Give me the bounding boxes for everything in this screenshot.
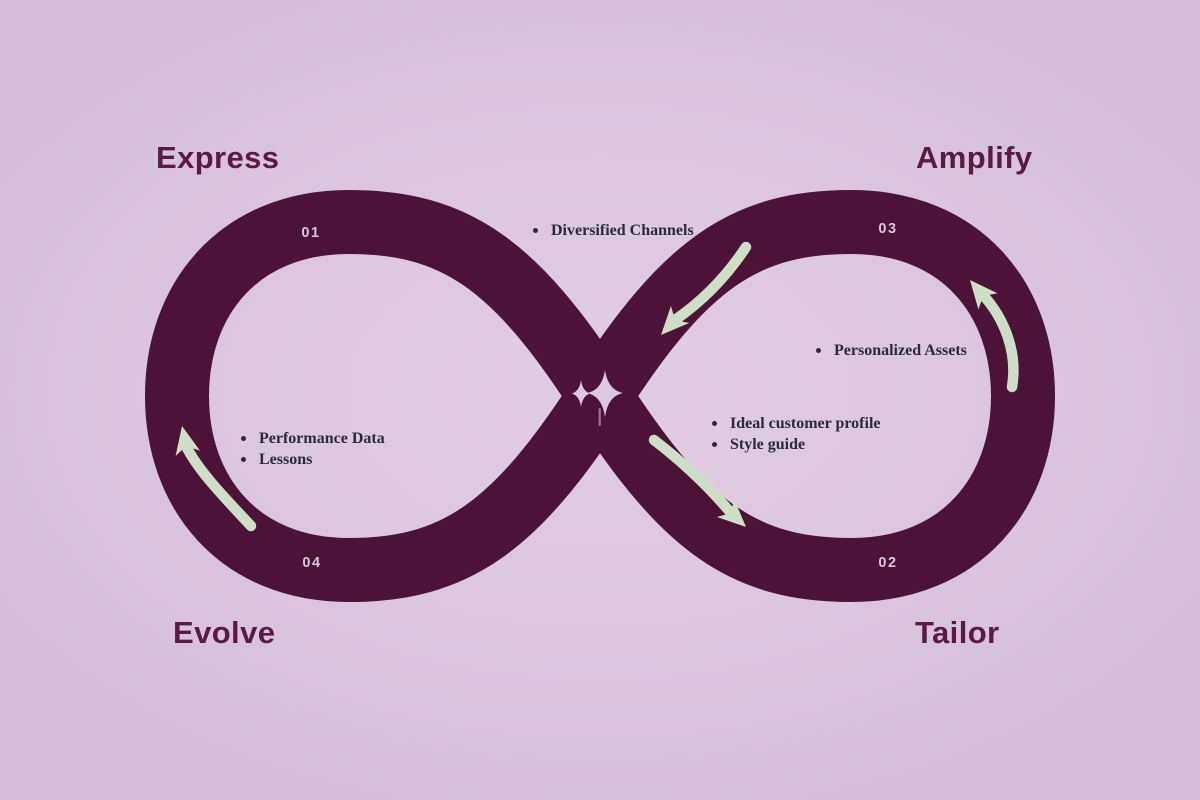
stage-number-01: 01 [301, 225, 321, 241]
list-item: Performance Data [241, 428, 385, 449]
note-text: Diversified Channels [551, 222, 694, 239]
stage-label-express: Express [156, 140, 280, 175]
stage-number-03: 03 [878, 221, 898, 237]
arrow-tailor-to-amplify-icon [970, 280, 1019, 393]
flow-arrows [175, 241, 1019, 532]
stage-label-amplify: Amplify [916, 140, 1033, 175]
arrow-center-to-tailor-icon [648, 434, 746, 527]
list-item: Diversified Channels [533, 220, 694, 241]
list-item: Personalized Assets [816, 340, 967, 361]
sparkle-icon [572, 370, 623, 426]
note-text: Lessons [259, 451, 313, 468]
stage-number-02: 02 [878, 555, 898, 571]
list-item: Ideal customer profile [712, 413, 881, 434]
stage-label-evolve: Evolve [173, 615, 276, 650]
note-text: Performance Data [259, 430, 385, 447]
arrow-amplify-to-center-icon [661, 241, 752, 335]
stage-label-tailor: Tailor [915, 615, 1000, 650]
note-text: Personalized Assets [834, 342, 967, 359]
note-group-center-right: Ideal customer profile Style guide [712, 413, 881, 455]
note-group-right: Personalized Assets [816, 340, 967, 361]
bullet-dot-icon [241, 436, 246, 441]
bullet-dot-icon [241, 457, 246, 462]
bullet-dot-icon [533, 228, 538, 233]
note-text: Style guide [730, 436, 806, 453]
list-item: Lessons [241, 449, 385, 470]
stage-number-04: 04 [302, 555, 322, 571]
note-group-center-top: Diversified Channels [533, 220, 694, 241]
note-group-left: Performance Data Lessons [241, 428, 385, 470]
list-item: Style guide [712, 434, 881, 455]
note-text: Ideal customer profile [730, 415, 881, 432]
bullet-dot-icon [712, 442, 717, 447]
bullet-dot-icon [712, 421, 717, 426]
arrow-evolve-to-express-icon [175, 426, 257, 532]
bullet-dot-icon [816, 348, 821, 353]
